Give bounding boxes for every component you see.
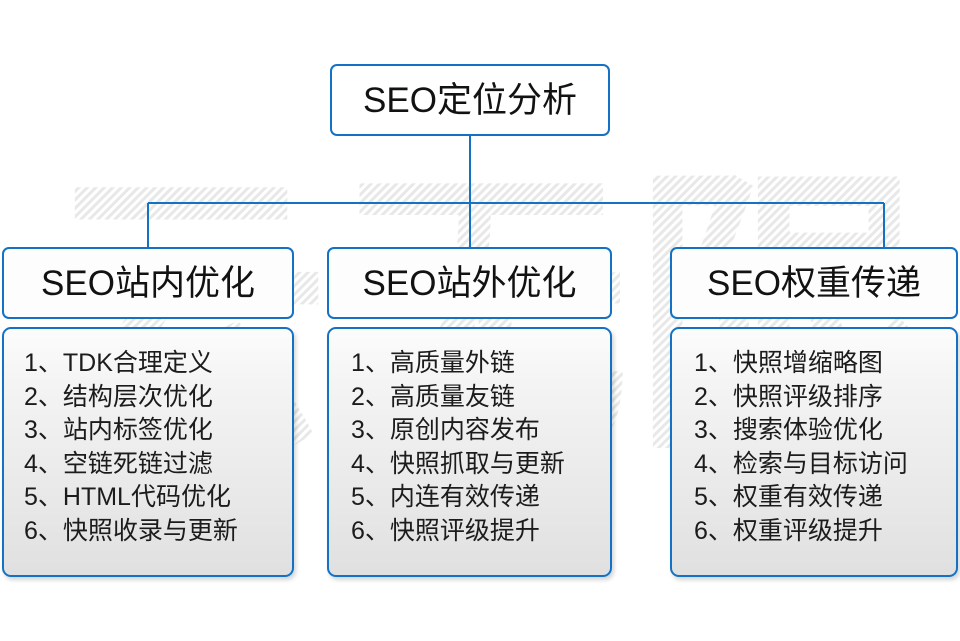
list-item-text: 快照抓取与更新: [389, 449, 565, 478]
list-item-text: 权重有效传递: [732, 483, 883, 511]
list-item[interactable]: 5、 HTML代码优化: [4, 481, 292, 515]
branch-body-3: 1、 快照增缩略图 2、 快照评级排序 3、 搜索体验优化 4、 检索与目标访问…: [670, 327, 958, 577]
list-item-text: 搜索体验优化: [732, 416, 883, 444]
list-item-number: 1、: [694, 349, 733, 377]
list-item-number: 4、: [24, 449, 63, 478]
list-item-text: 内连有效传递: [389, 483, 540, 511]
branch-item-list-2: 1、 高质量外链 2、 高质量友链 3、 原创内容发布 4、 快照抓取与更新 5…: [329, 347, 610, 548]
branch-item-list-3: 1、 快照增缩略图 2、 快照评级排序 3、 搜索体验优化 4、 检索与目标访问…: [672, 347, 956, 548]
list-item-number: 4、: [694, 449, 733, 478]
list-item-text: 原创内容发布: [389, 416, 540, 444]
list-item-text: 空链死链过滤: [62, 449, 213, 478]
list-item-text: HTML代码优化: [62, 483, 231, 511]
branch-body-1: 1、 TDK合理定义 2、 结构层次优化 3、 站内标签优化 4、 空链死链过滤…: [2, 327, 294, 577]
list-item-number: 2、: [694, 382, 733, 411]
list-item-text: 检索与目标访问: [732, 449, 908, 478]
list-item-number: 4、: [351, 449, 390, 478]
branch-header-2[interactable]: SEO站外优化: [327, 247, 612, 319]
branch-header-label-2: SEO站外优化: [362, 263, 577, 303]
list-item-number: 6、: [351, 516, 390, 545]
list-item-text: 快照评级排序: [732, 382, 883, 411]
branch-column-3: SEO权重传递 1、 快照增缩略图 2、 快照评级排序 3、 搜索体验优化 4、: [670, 247, 958, 577]
list-item-number: 3、: [24, 416, 63, 444]
list-item[interactable]: 3、 原创内容发布: [329, 414, 610, 448]
list-item[interactable]: 5、 内连有效传递: [329, 481, 610, 515]
list-item[interactable]: 2、 高质量友链: [329, 381, 610, 415]
list-item[interactable]: 6、 快照评级提升: [329, 515, 610, 549]
list-item-text: 快照收录与更新: [62, 516, 238, 545]
list-item-number: 6、: [694, 516, 733, 545]
branch-header-label-1: SEO站内优化: [41, 263, 255, 303]
list-item-number: 3、: [694, 416, 733, 444]
root-node[interactable]: SEO定位分析: [330, 64, 610, 136]
list-item-text: 结构层次优化: [62, 382, 213, 411]
list-item-text: 站内标签优化: [62, 416, 213, 444]
list-item[interactable]: 1、 TDK合理定义: [4, 347, 292, 381]
list-item[interactable]: 3、 站内标签优化: [4, 414, 292, 448]
list-item-number: 2、: [351, 382, 390, 411]
list-item[interactable]: 3、 搜索体验优化: [672, 414, 956, 448]
list-item-number: 1、: [24, 349, 63, 377]
list-item[interactable]: 4、 快照抓取与更新: [329, 448, 610, 482]
branch-header-label-3: SEO权重传递: [707, 263, 921, 303]
list-item-number: 5、: [351, 483, 390, 511]
branch-column-2: SEO站外优化 1、 高质量外链 2、 高质量友链 3、 原创内容发布 4、 快: [327, 247, 612, 577]
list-item-number: 1、: [351, 349, 390, 377]
branch-header-1[interactable]: SEO站内优化: [2, 247, 294, 319]
list-item-number: 3、: [351, 416, 390, 444]
branch-column-1: SEO站内优化 1、 TDK合理定义 2、 结构层次优化 3、 站内标签优化 4…: [2, 247, 294, 577]
list-item[interactable]: 5、 权重有效传递: [672, 481, 956, 515]
list-item[interactable]: 1、 高质量外链: [329, 347, 610, 381]
list-item-text: 高质量外链: [389, 349, 515, 377]
list-item-number: 5、: [24, 483, 63, 511]
list-item-text: 快照评级提升: [389, 516, 540, 545]
list-item[interactable]: 1、 快照增缩略图: [672, 347, 956, 381]
list-item[interactable]: 2、 快照评级排序: [672, 381, 956, 415]
list-item-text: 权重评级提升: [732, 516, 883, 545]
branch-body-2: 1、 高质量外链 2、 高质量友链 3、 原创内容发布 4、 快照抓取与更新 5…: [327, 327, 612, 577]
list-item[interactable]: 4、 检索与目标访问: [672, 448, 956, 482]
root-node-label: SEO定位分析: [363, 80, 577, 120]
list-item-number: 6、: [24, 516, 63, 545]
list-item-text: TDK合理定义: [62, 349, 213, 377]
list-item-number: 5、: [694, 483, 733, 511]
list-item[interactable]: 4、 空链死链过滤: [4, 448, 292, 482]
list-item-text: 快照增缩略图: [732, 349, 883, 377]
branch-header-3[interactable]: SEO权重传递: [670, 247, 958, 319]
list-item-text: 高质量友链: [389, 382, 515, 411]
list-item[interactable]: 6、 权重评级提升: [672, 515, 956, 549]
list-item[interactable]: 2、 结构层次优化: [4, 381, 292, 415]
list-item-number: 2、: [24, 382, 63, 411]
branch-item-list-1: 1、 TDK合理定义 2、 结构层次优化 3、 站内标签优化 4、 空链死链过滤…: [4, 347, 292, 548]
list-item[interactable]: 6、 快照收录与更新: [4, 515, 292, 549]
